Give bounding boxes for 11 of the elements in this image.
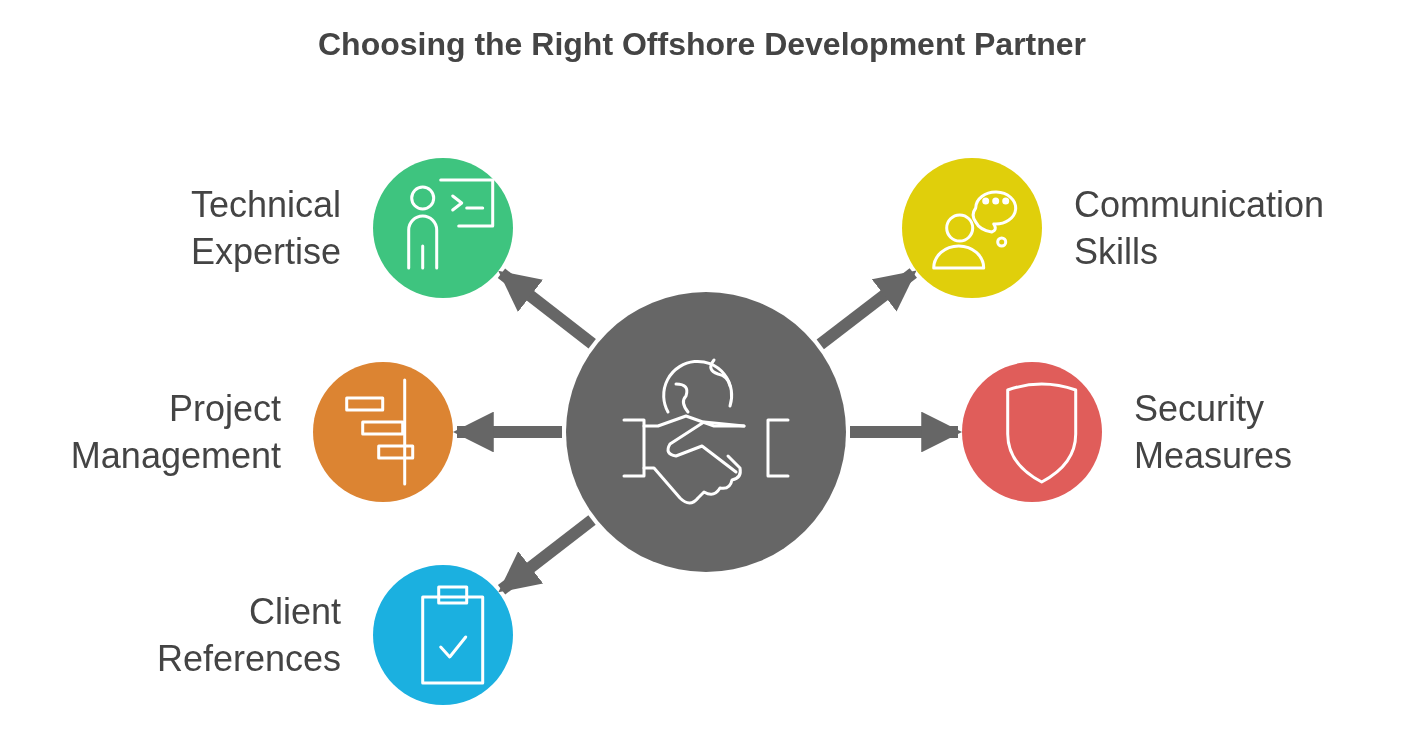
node-label: Communication Skills <box>1074 183 1325 274</box>
node-label: Security Measures <box>1134 387 1293 478</box>
node-label: Technical Expertise <box>190 183 341 274</box>
arrow <box>452 411 562 453</box>
arrow <box>497 515 596 595</box>
arrow <box>850 411 963 453</box>
node-label: Project Management <box>70 387 281 478</box>
title: Choosing the Right Offshore Development Partner <box>317 26 1087 63</box>
arrow <box>497 268 596 349</box>
arrow <box>816 268 917 350</box>
node-label: Client References <box>156 590 341 681</box>
